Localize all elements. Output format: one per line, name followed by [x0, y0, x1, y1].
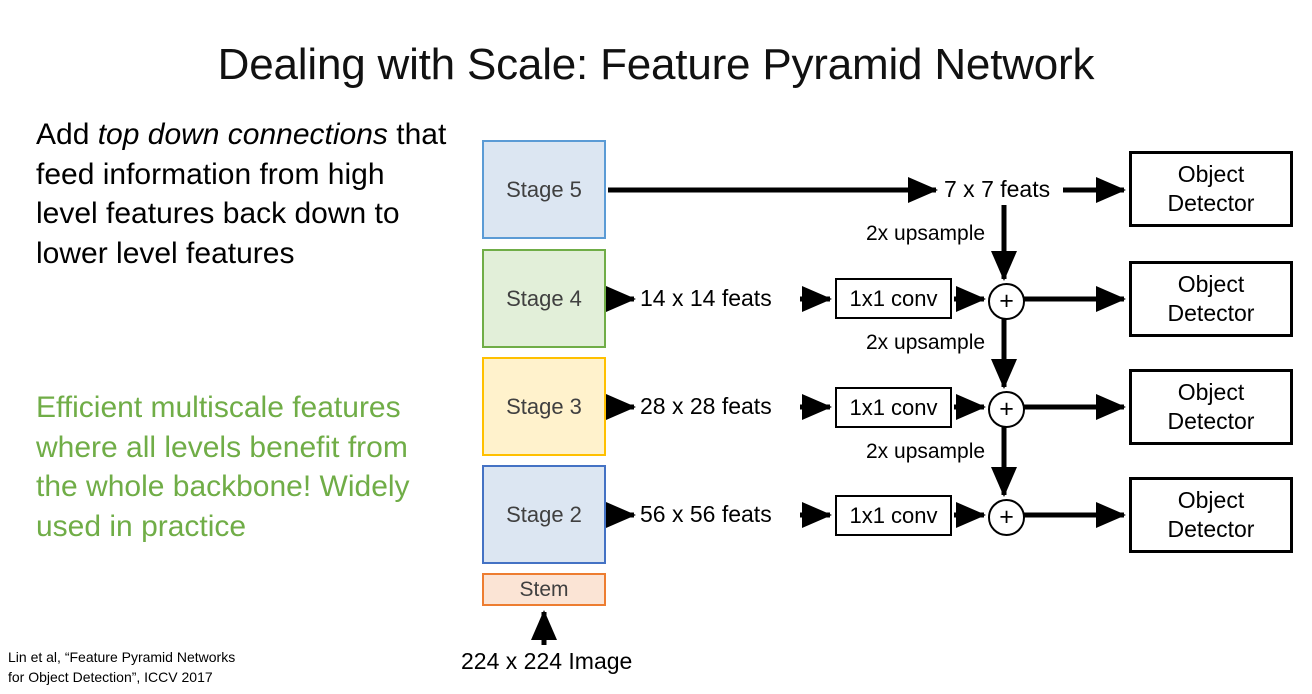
upsample-label-1: 2x upsample — [866, 222, 986, 245]
conv-box-label: 1x1 conv — [849, 502, 938, 528]
stage-box-stage-4[interactable]: Stage 4 — [482, 249, 606, 348]
paragraph-top-down-connections: Add top down connections that feed infor… — [36, 115, 448, 273]
stage-box-stage-5[interactable]: Stage 5 — [482, 140, 606, 239]
plus-icon: + — [999, 503, 1014, 531]
stage-box-label: Stem — [519, 577, 569, 601]
conv-box-label: 1x1 conv — [849, 285, 938, 311]
upsample-label-2: 2x upsample — [866, 331, 986, 354]
stage-box-label: Stage 4 — [506, 285, 582, 311]
conv-box-3[interactable]: 1x1 conv — [835, 495, 952, 536]
paragraph-1-emphasis: top down connections — [97, 118, 388, 151]
citation-block: Lin et al, “Feature Pyramid Networks for… — [8, 648, 338, 688]
detector-label-line-1: Object — [1177, 271, 1245, 298]
conv-box-2[interactable]: 1x1 conv — [835, 387, 952, 428]
detector-label-line-2: Detector — [1167, 516, 1255, 542]
detector-label-line-1: Object — [1177, 379, 1245, 406]
citation-line-2: for Object Detection”, ICCV 2017 — [8, 668, 213, 685]
conv-box-label: 1x1 conv — [849, 394, 938, 420]
plus-icon: + — [999, 395, 1014, 423]
detector-label-line-2: Detector — [1167, 300, 1255, 326]
object-detector-box-4[interactable]: Object Detector — [1129, 477, 1293, 553]
upsample-label-3: 2x upsample — [866, 440, 986, 463]
stage-box-stage-2[interactable]: Stage 2 — [482, 465, 606, 564]
stage-box-stage-3[interactable]: Stage 3 — [482, 357, 606, 456]
object-detector-box-1[interactable]: Object Detector — [1129, 151, 1293, 227]
object-detector-box-2[interactable]: Object Detector — [1129, 261, 1293, 337]
object-detector-box-3[interactable]: Object Detector — [1129, 369, 1293, 445]
paragraph-efficient-multiscale: Efficient multiscale features where all … — [36, 391, 410, 543]
plus-icon: + — [999, 287, 1014, 315]
page-title: Dealing with Scale: Feature Pyramid Netw… — [217, 40, 1095, 89]
feature-label-56x56: 56 x 56 feats — [640, 501, 772, 527]
paragraph-1-rest: that feed information from high level fe… — [36, 118, 447, 270]
detector-label-line-1: Object — [1177, 161, 1245, 188]
stage-box-label: Stage 3 — [506, 393, 582, 419]
sum-node-3: + — [988, 499, 1025, 536]
citation-line-1: Lin et al, “Feature Pyramid Networks — [8, 649, 236, 665]
detector-label-line-2: Detector — [1167, 408, 1255, 434]
detector-label-line-2: Detector — [1167, 190, 1255, 216]
input-image-label: 224 x 224 Image — [461, 648, 633, 674]
feature-label-7x7: 7 x 7 feats — [944, 176, 1051, 202]
stage-box-label: Stage 5 — [506, 176, 582, 202]
detector-label-line-1: Object — [1177, 487, 1245, 514]
feature-label-28x28: 28 x 28 feats — [640, 393, 772, 419]
conv-box-1[interactable]: 1x1 conv — [835, 278, 952, 319]
sum-node-2: + — [988, 391, 1025, 428]
stage-box-stem[interactable]: Stem — [482, 573, 606, 606]
stage-box-label: Stage 2 — [506, 501, 582, 527]
paragraph-1-lead: Add — [36, 118, 98, 151]
sum-node-1: + — [988, 283, 1025, 320]
feature-label-14x14: 14 x 14 feats — [640, 285, 772, 311]
